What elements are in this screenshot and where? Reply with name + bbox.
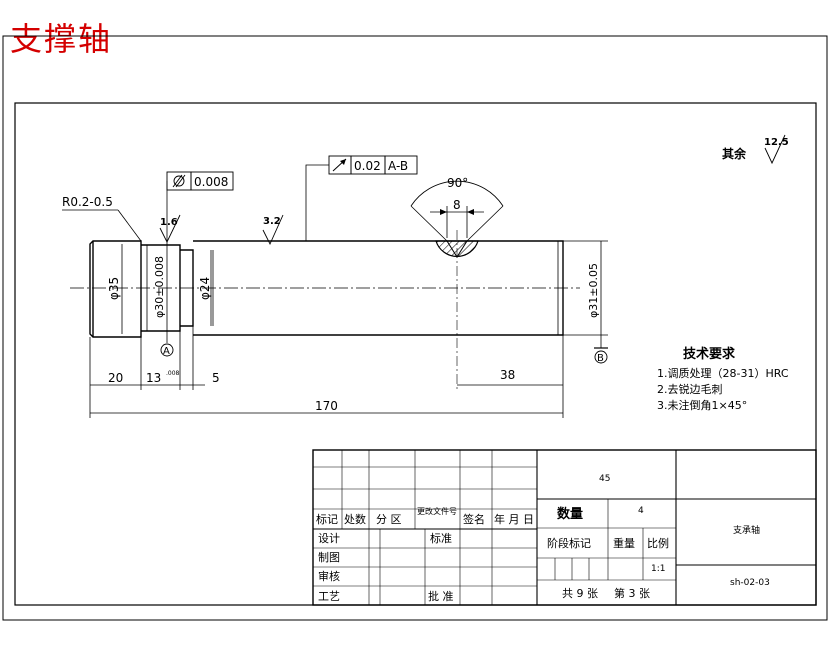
- tb-zone: 分 区: [376, 513, 402, 526]
- datum-a: A: [160, 331, 174, 357]
- roughness-r2: 3.2: [263, 216, 281, 227]
- tb-drawing: 制图: [318, 551, 340, 564]
- title-block-text: 标记 处数 分 区 更改文件号 签名 年 月 日 设计 标准 制图 审核 工艺 …: [316, 474, 770, 603]
- tech-req-item-3: 3.未注倒角1×45°: [657, 398, 747, 412]
- datum-b: B: [594, 335, 608, 364]
- length-dims: [89, 326, 564, 418]
- len13-tol-label: .008: [166, 370, 180, 377]
- cylindricity-frame: 0.008: [166, 171, 234, 245]
- tb-mark: 标记: [316, 512, 338, 526]
- dia24-label: φ24: [198, 277, 212, 300]
- cylindricity-value: 0.008: [194, 175, 228, 189]
- tb-scale-label: 比例: [647, 536, 669, 550]
- dia30-label: φ30±0.008: [153, 256, 166, 318]
- len13-label: 13: [146, 371, 161, 385]
- radius-label: R0.2-0.5: [62, 195, 113, 209]
- tb-sheet-no: 第 3 张: [614, 586, 650, 600]
- roughness-r1: 1.6: [160, 217, 178, 228]
- len20-label: 20: [108, 371, 123, 385]
- tb-part-name: 支承轴: [733, 524, 760, 536]
- datum-a-label: A: [163, 346, 170, 357]
- cylindricity-icon: [172, 174, 186, 188]
- roughness-symbols: [159, 134, 786, 246]
- tb-quantity: 4: [638, 506, 644, 516]
- tb-sign: 签名: [463, 512, 485, 526]
- datum-b-label: B: [597, 353, 604, 364]
- len5-label: 5: [212, 371, 220, 385]
- tb-standard: 标准: [430, 531, 452, 545]
- tb-approve: 批 准: [428, 589, 454, 603]
- len38-label: 38: [500, 368, 515, 382]
- tb-design: 设计: [318, 532, 340, 545]
- dia31-label: φ31±0.05: [587, 263, 600, 318]
- page-title: 支撑轴: [10, 20, 113, 58]
- tb-date: 年 月 日: [494, 512, 534, 526]
- runout-value: 0.02: [354, 159, 381, 173]
- tb-sheets: 共 9 张: [562, 587, 598, 600]
- outer-frame: [2, 35, 828, 621]
- diameter-dims: [121, 240, 608, 336]
- tb-material: 45: [599, 474, 610, 484]
- tb-quantity-label: 数量: [557, 506, 583, 522]
- key-width-label: 8: [453, 198, 461, 212]
- tb-change-doc: 更改文件号: [417, 506, 457, 516]
- runout-icon: [332, 158, 347, 172]
- tech-req-item-2: 2.去锐边毛刺: [657, 382, 723, 396]
- tb-drawing-no: sh-02-03: [730, 578, 770, 588]
- tb-stage-mark: 阶段标记: [547, 536, 591, 550]
- tb-review: 审核: [318, 569, 340, 583]
- tb-process: 工艺: [318, 590, 340, 603]
- len170-label: 170: [315, 399, 338, 413]
- title-block: [312, 449, 817, 606]
- runout-frame: 0.02 A-B: [305, 155, 418, 241]
- tb-weight: 重量: [613, 536, 635, 550]
- tb-count: 处数: [344, 513, 366, 526]
- runout-datum: A-B: [388, 159, 408, 173]
- angle-label: 90°: [447, 176, 468, 190]
- dia35-label: φ35: [107, 277, 121, 300]
- tb-scale: 1:1: [651, 564, 665, 574]
- roughness-rest-label: 其余: [722, 146, 747, 161]
- keyway-section: [410, 180, 504, 390]
- roughness-rest: 12.5: [764, 137, 789, 148]
- tech-req-heading: 技术要求: [683, 346, 736, 362]
- tech-req-item-1: 1.调质处理（28-31）HRC: [657, 367, 789, 380]
